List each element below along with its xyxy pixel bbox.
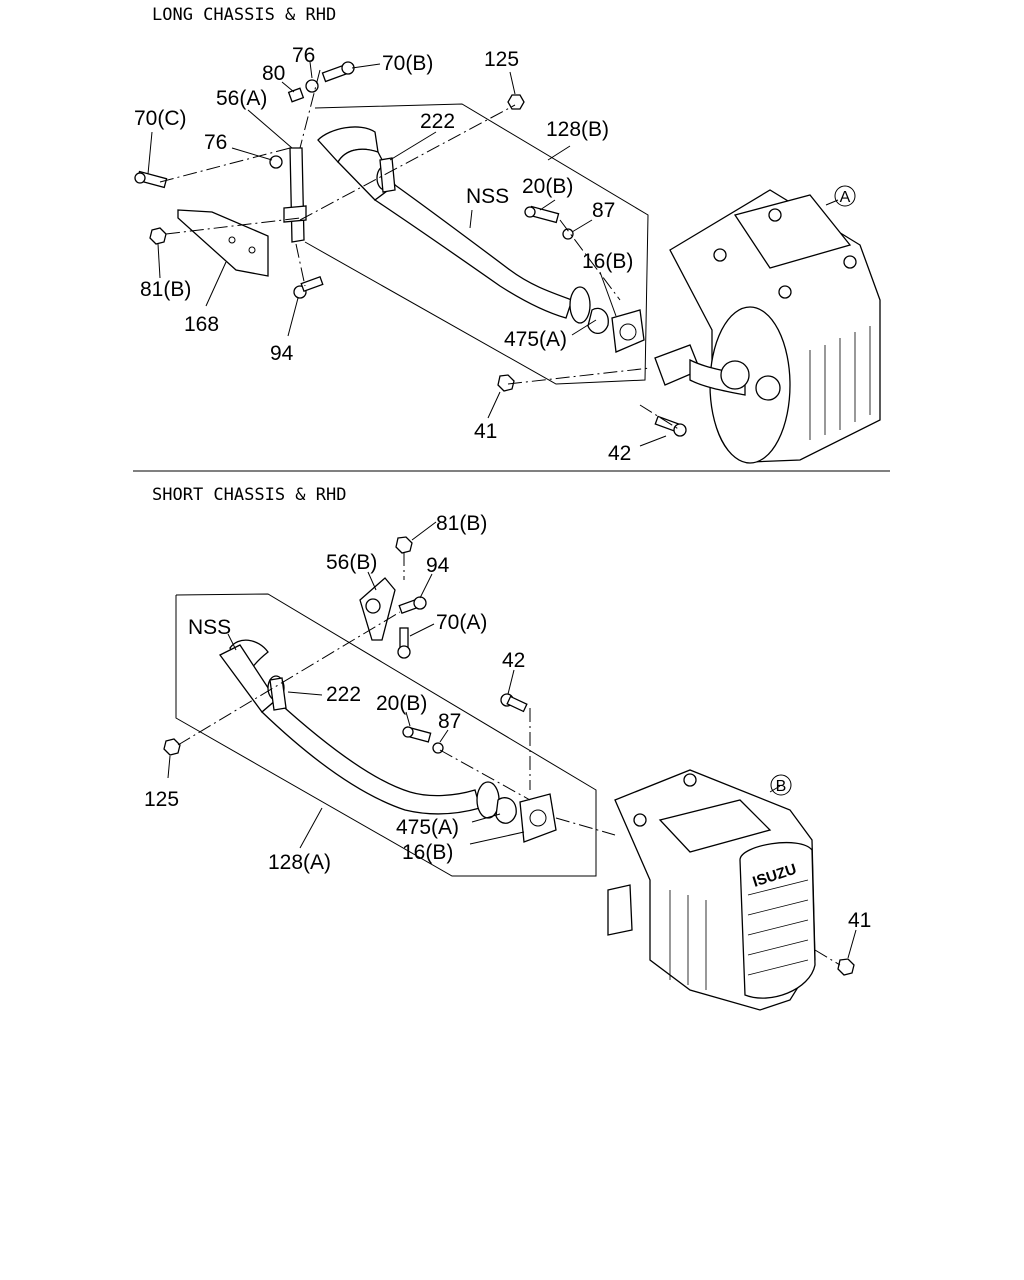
label-70b: 70(B)	[382, 52, 433, 75]
label-125-long: 125	[484, 48, 519, 71]
label-87-short: 87	[438, 710, 461, 733]
label-42-short: 42	[502, 649, 525, 672]
label-168: 168	[184, 313, 219, 336]
label-80: 80	[262, 62, 285, 85]
bracket-168	[177, 209, 269, 277]
muffler-long	[654, 189, 881, 464]
label-70a: 70(A)	[436, 611, 487, 634]
washer-76-top	[305, 79, 319, 93]
assembly-outline-128b	[304, 103, 649, 385]
washer-87-short	[432, 742, 444, 754]
assembly-outline-128a	[175, 593, 597, 877]
bolt-20b-short	[402, 726, 432, 743]
label-87-long: 87	[592, 199, 615, 222]
label-56b: 56(B)	[326, 551, 377, 574]
label-20b-long: 20(B)	[522, 175, 573, 198]
alignment-lines-short	[177, 552, 841, 966]
label-41-short: 41	[848, 909, 871, 932]
nut-41-short	[837, 958, 855, 976]
label-222-short: 222	[326, 683, 361, 706]
bolt-70c	[134, 170, 168, 189]
label-128a: 128(A)	[268, 851, 331, 874]
bolt-94-short	[398, 596, 427, 615]
gasket-475a-long	[587, 307, 609, 335]
nut-81b-short	[395, 536, 413, 554]
label-76-mid: 76	[204, 131, 227, 154]
callout-circle-b	[770, 774, 792, 796]
label-16b-long: 16(B)	[582, 250, 633, 273]
bracket-56a	[289, 147, 305, 243]
bolt-94-long	[293, 275, 324, 299]
label-16b-short: 16(B)	[402, 841, 453, 864]
label-475a-short: 475(A)	[396, 816, 459, 839]
alignment-lines-long	[159, 69, 681, 431]
label-81b-long: 81(B)	[140, 278, 191, 301]
nut-41-long	[497, 374, 515, 392]
label-20b-short: 20(B)	[376, 692, 427, 715]
leader-lines-short	[167, 521, 857, 959]
section-title-long: LONG CHASSIS & RHD	[152, 5, 336, 25]
bolt-70b	[321, 61, 355, 83]
nut-81b-long	[149, 227, 167, 245]
label-41-long: 41	[474, 420, 497, 443]
callout-a: A	[840, 189, 851, 206]
clamp-222-short	[269, 677, 287, 711]
label-94-short: 94	[426, 554, 450, 577]
bolt-70a	[397, 627, 411, 659]
label-94-long: 94	[270, 342, 294, 365]
callout-b: B	[776, 778, 787, 795]
callout-circle-a	[834, 185, 856, 207]
label-70c: 70(C)	[134, 107, 187, 130]
label-56a: 56(A)	[216, 87, 267, 110]
washer-76-mid	[269, 155, 283, 169]
clamp-222-long	[379, 157, 396, 193]
label-128b: 128(B)	[546, 118, 609, 141]
label-81b-short: 81(B)	[436, 512, 487, 535]
nut-125-short	[163, 738, 181, 756]
gasket-16b-long	[611, 309, 645, 353]
label-nss-long: NSS	[466, 185, 509, 208]
washer-87-long	[562, 228, 574, 240]
label-475a-long: 475(A)	[504, 328, 567, 351]
bolt-20b-long	[524, 205, 560, 224]
nut-125-long	[507, 94, 525, 110]
label-222-long: 222	[420, 110, 455, 133]
bolt-42-long	[654, 415, 687, 437]
gasket-16b-short	[519, 793, 557, 843]
muffler-short: ISUZU	[607, 769, 816, 1011]
section-long-chassis: LONG CHASSIS & RHD	[134, 5, 881, 465]
label-125-short: 125	[144, 788, 179, 811]
gasket-475a-short	[495, 797, 517, 824]
label-nss-short: NSS	[188, 616, 231, 639]
section-title-short: SHORT CHASSIS & RHD	[152, 485, 346, 505]
leader-lines-long	[147, 61, 839, 447]
stud-80	[287, 87, 305, 103]
section-short-chassis: SHORT CHASSIS & RHD	[144, 485, 871, 1011]
label-42-long: 42	[608, 442, 631, 465]
label-76-top: 76	[292, 44, 315, 67]
bolt-42-short	[500, 693, 528, 713]
